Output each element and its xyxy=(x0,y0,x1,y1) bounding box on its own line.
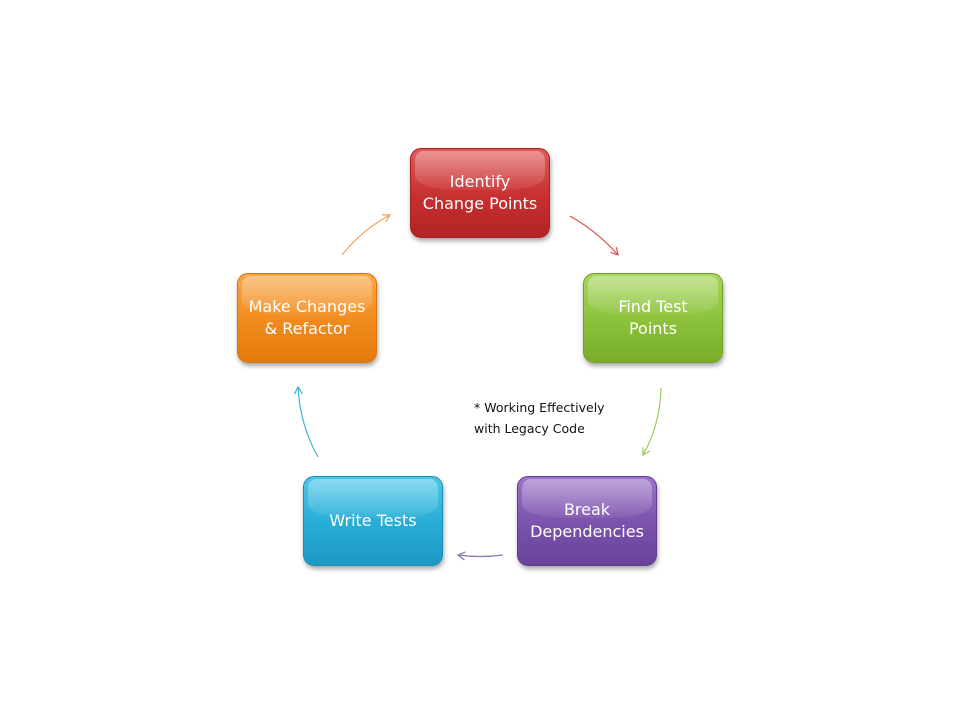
arrow-make-to-identify xyxy=(341,214,392,256)
node-write-label: Write Tests xyxy=(329,511,417,530)
node-break-label: Break Dependencies xyxy=(530,500,644,541)
node-make-changes-refactor: Make Changes & Refactor xyxy=(237,273,377,363)
arrow-write-to-make xyxy=(293,385,319,458)
arrow-break-to-write xyxy=(456,551,504,561)
node-identify-label: Identify Change Points xyxy=(422,172,538,213)
arrow-find-to-break xyxy=(642,387,662,457)
node-find-label: Find Test Points xyxy=(618,297,688,338)
source-note: * Working Effectively with Legacy Code xyxy=(474,400,605,436)
node-identify-change-points: Identify Change Points xyxy=(410,148,550,238)
node-find-test-points: Find Test Points xyxy=(583,273,723,363)
node-break-dependencies: Break Dependencies xyxy=(517,476,657,566)
node-write-tests: Write Tests xyxy=(303,476,443,566)
arrow-identify-to-find xyxy=(569,215,619,256)
node-make-label: Make Changes & Refactor xyxy=(248,297,366,338)
